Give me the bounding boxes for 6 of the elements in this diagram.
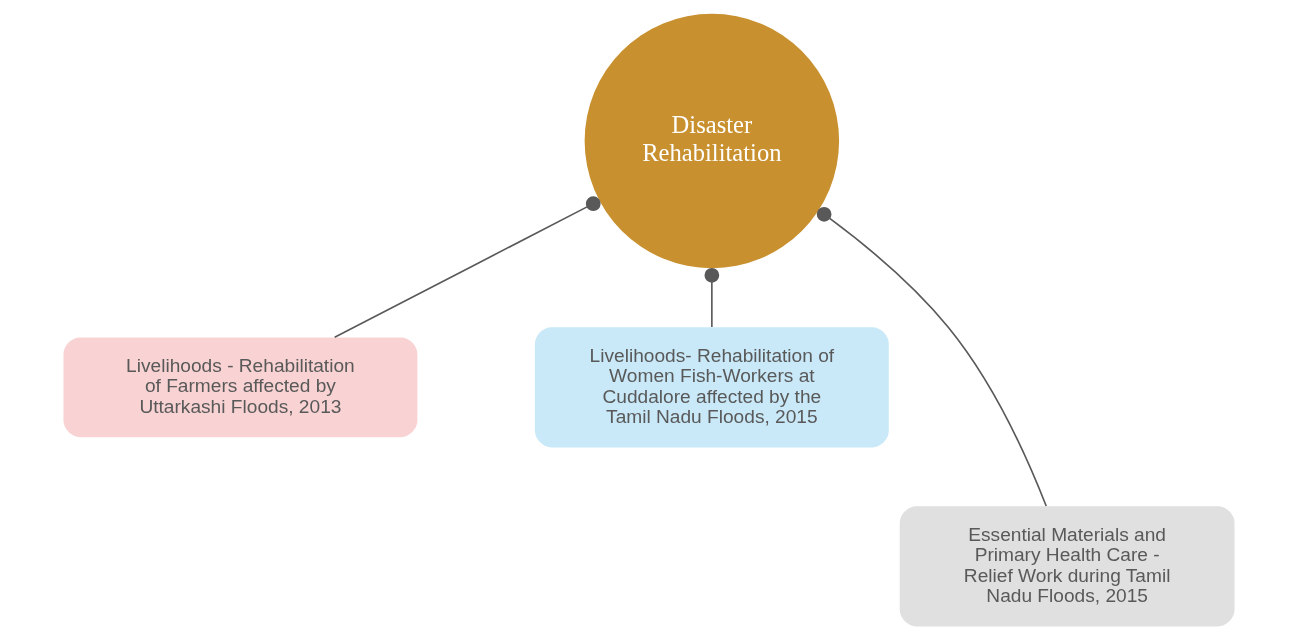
node-box: Essential Materials and Primary Health Care - Relief Work during Tamil Nadu Floods, 2015 bbox=[899, 506, 1235, 627]
connector bbox=[704, 267, 720, 328]
connector bbox=[816, 206, 1048, 507]
connector bbox=[333, 196, 601, 339]
node-box: Livelihoods - Rehabilitation of Farmers affected by Uttarkashi Floods, 2013 bbox=[63, 337, 418, 438]
node-box: Livelihoods- Rehabilitation of Women Fish-Workers at Cuddalore affected by the Tamil Nadu Floods, 2015 bbox=[534, 327, 889, 448]
